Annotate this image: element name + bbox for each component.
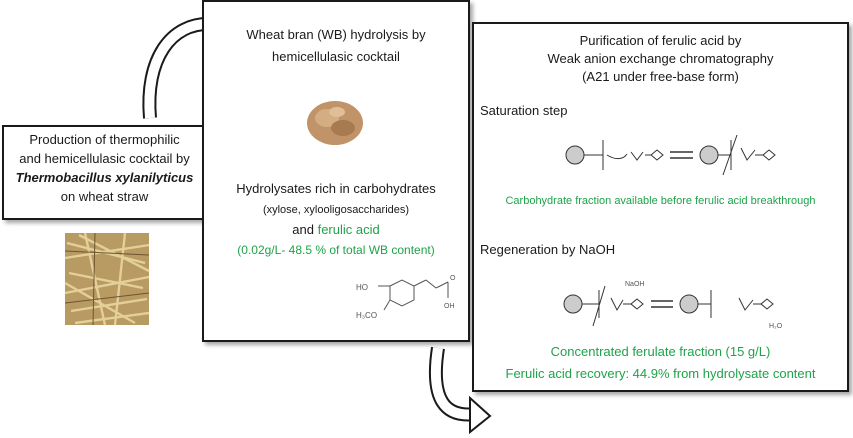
production-line-3: Thermobacillus xylanilyticus — [15, 170, 194, 185]
saturation-scheme — [565, 134, 776, 176]
ferulic-acid-molecule: HO H₃CO OH O — [356, 275, 456, 320]
ferulic-concentration: (0.02g/L- 48.5 % of total WB content) — [237, 243, 435, 257]
hydrolysis-box — [202, 0, 470, 342]
wheat-straw-image — [64, 232, 150, 326]
carbohydrate-fraction-note: Carbohydrate fraction available before f… — [505, 195, 816, 207]
production-box — [2, 125, 207, 220]
molecule-ho-label: HO — [356, 283, 368, 292]
and-ferulic-line: and ferulic acid — [202, 222, 470, 237]
molecule-oh-label: OH — [444, 303, 455, 310]
ferulic-acid-word: ferulic acid — [317, 222, 380, 237]
concentrated-ferulate: Concentrated ferulate fraction (15 g/L) — [550, 344, 771, 359]
hydrolysis-title-1: Wheat bran (WB) hydrolysis by — [246, 27, 426, 42]
hydrolysates-line-1: Hydrolysates rich in carbohydrates — [236, 181, 436, 196]
ferulic-recovery: Ferulic acid recovery: 44.9% from hydrol… — [505, 366, 816, 381]
production-line-4: on wheat straw — [60, 189, 149, 204]
hydrolysis-title-2: hemicellulasic cocktail — [272, 49, 400, 64]
naoh-label: NaOH — [625, 281, 644, 288]
regeneration-scheme: NaOH H₂O — [563, 281, 783, 330]
regeneration-label: Regeneration by NaOH — [480, 242, 616, 257]
purification-title-1: Purification of ferulic acid by — [579, 33, 742, 48]
molecule-o-label: O — [450, 275, 456, 282]
saturation-step-label: Saturation step — [480, 103, 568, 118]
production-line-1: Production of thermophilic — [29, 132, 180, 147]
hydrolysates-line-2: (xylose, xylooligosaccharides) — [262, 204, 410, 216]
h2o-label: H₂O — [769, 323, 783, 330]
wheat-bran-image — [307, 101, 363, 145]
purification-title-3: (A21 under free-base form) — [582, 69, 739, 84]
purification-title-2: Weak anion exchange chromatography — [547, 51, 774, 66]
and-word: and — [292, 222, 314, 237]
production-line-2: and hemicellulasic cocktail by — [19, 151, 190, 166]
molecule-h3co-label: H₃CO — [356, 311, 377, 320]
purification-box — [472, 22, 849, 392]
